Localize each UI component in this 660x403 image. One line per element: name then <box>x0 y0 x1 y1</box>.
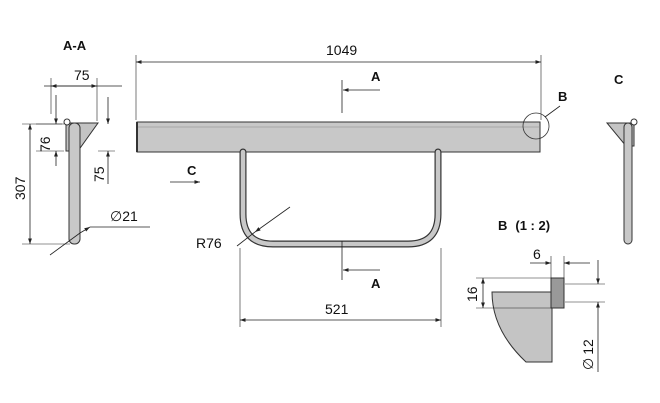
view-c-title: C <box>614 72 624 87</box>
main-rail <box>136 121 541 153</box>
dim-handle-width: 521 <box>325 301 349 317</box>
dim-bend-radius: R76 <box>196 235 222 251</box>
front-view: 1049 A A C B R76 521 <box>135 42 567 327</box>
section-aa-title: A-A <box>63 38 87 53</box>
detail-marker-b: B <box>558 89 567 104</box>
dim-depth-75-top: 75 <box>74 67 90 83</box>
dim-overall-length: 1049 <box>326 42 357 58</box>
detail-b-view: B(1 : 2) 6 16 ∅12 <box>464 218 605 372</box>
section-aa-tube <box>68 122 81 245</box>
dim-detail-height: 16 <box>464 286 480 302</box>
dim-detail-width: 6 <box>533 246 541 262</box>
dim-offset-76: 76 <box>37 136 53 152</box>
view-c: C <box>605 72 638 245</box>
view-marker-c: C <box>187 163 197 178</box>
detail-b-pin <box>550 277 565 309</box>
handle-tube <box>239 148 442 248</box>
dim-detail-diameter: ∅12 <box>580 339 596 370</box>
dim-height-307: 307 <box>12 176 28 200</box>
detail-b-title: B(1 : 2) <box>498 218 550 233</box>
dim-tube-diameter: ∅21 <box>110 208 138 224</box>
section-aa-view: A-A 75 76 75 307 ∅21 <box>12 38 150 256</box>
detail-b-body <box>491 291 553 363</box>
section-marker-a-top: A <box>371 69 381 84</box>
view-c-tube <box>623 122 633 245</box>
dim-offset-75-side: 75 <box>91 166 107 182</box>
section-marker-a-bottom: A <box>371 276 381 291</box>
detail-b-circle <box>522 112 550 140</box>
